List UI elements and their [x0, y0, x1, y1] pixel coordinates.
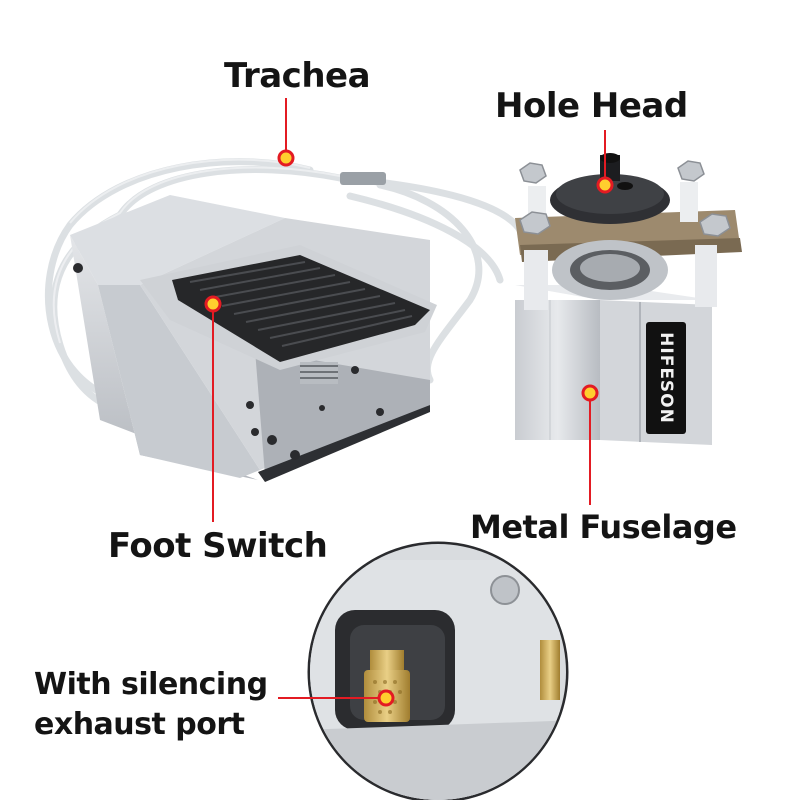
marker-metal-fuselage: [581, 384, 599, 402]
marker-foot-switch: [204, 295, 222, 313]
marker-dots: [204, 149, 614, 707]
metal-fuselage: [515, 153, 742, 445]
label-silencing-line1: With silencing: [34, 667, 268, 702]
marker-hole-head: [596, 176, 614, 194]
label-hole-head: Hole Head: [495, 86, 688, 126]
label-silencing-line2: exhaust port: [34, 707, 245, 742]
tube-connector: [340, 172, 386, 185]
zoom-inset: [307, 541, 569, 800]
marker-exhaust-port: [377, 689, 395, 707]
brand-plate: HIFESON: [646, 322, 686, 434]
foot-switch-body: [70, 195, 437, 482]
marker-trachea: [277, 149, 295, 167]
label-foot-switch: Foot Switch: [108, 526, 328, 566]
leader-lines: [212, 98, 606, 699]
label-silencing-exhaust: With silencing exhaust port: [34, 665, 268, 745]
label-metal-fuselage: Metal Fuselage: [470, 508, 737, 546]
label-trachea: Trachea: [224, 56, 371, 96]
brand-logo-text: HIFESON: [656, 332, 676, 424]
